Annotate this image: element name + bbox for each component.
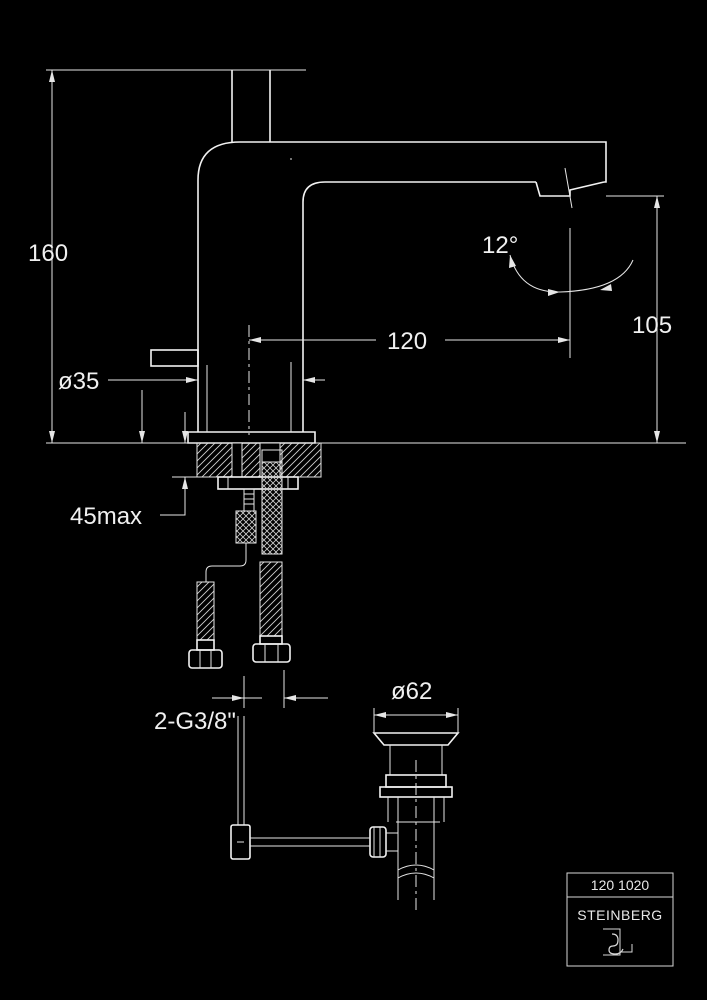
- steinberg-logo-icon: [603, 928, 633, 956]
- connector-left: [188, 649, 223, 669]
- fixing-nut: [217, 476, 299, 490]
- hose-left-upper: [235, 510, 257, 544]
- hose-right-lower: [259, 561, 283, 637]
- faucet-body: [150, 70, 607, 444]
- popup-rod: [150, 349, 199, 367]
- threaded-rod: [243, 488, 255, 512]
- title-block: 120 1020 STEINBERG: [566, 872, 674, 967]
- hose-right-upper: [261, 461, 283, 555]
- dim-160-label: 160: [28, 240, 68, 267]
- dim-diameter-62-label: ø62: [391, 678, 432, 705]
- dim-120-label: 120: [387, 328, 427, 355]
- fixing-assembly: [188, 449, 299, 669]
- countertop-section: [196, 442, 322, 478]
- dim-105-label: 105: [632, 312, 672, 339]
- base-flange: [187, 431, 316, 444]
- handle-lever: [231, 70, 271, 142]
- countertop: [46, 442, 686, 478]
- hose-left-lower: [196, 581, 215, 641]
- waste-plug: [372, 732, 460, 746]
- brand-name: STEINBERG: [577, 907, 662, 923]
- connector-right: [252, 643, 291, 663]
- dim-45max-label: 45max: [70, 503, 142, 530]
- linkage-rod: [250, 837, 370, 847]
- dim-angle-label: 12°: [482, 232, 518, 259]
- dimension-lines: [46, 69, 664, 733]
- article-number: 120 1020: [591, 877, 650, 893]
- dim-diameter-35-label: ø35: [58, 368, 99, 395]
- popup-waste: [230, 716, 460, 912]
- dim-connection-label: 2-G3/8": [154, 708, 236, 735]
